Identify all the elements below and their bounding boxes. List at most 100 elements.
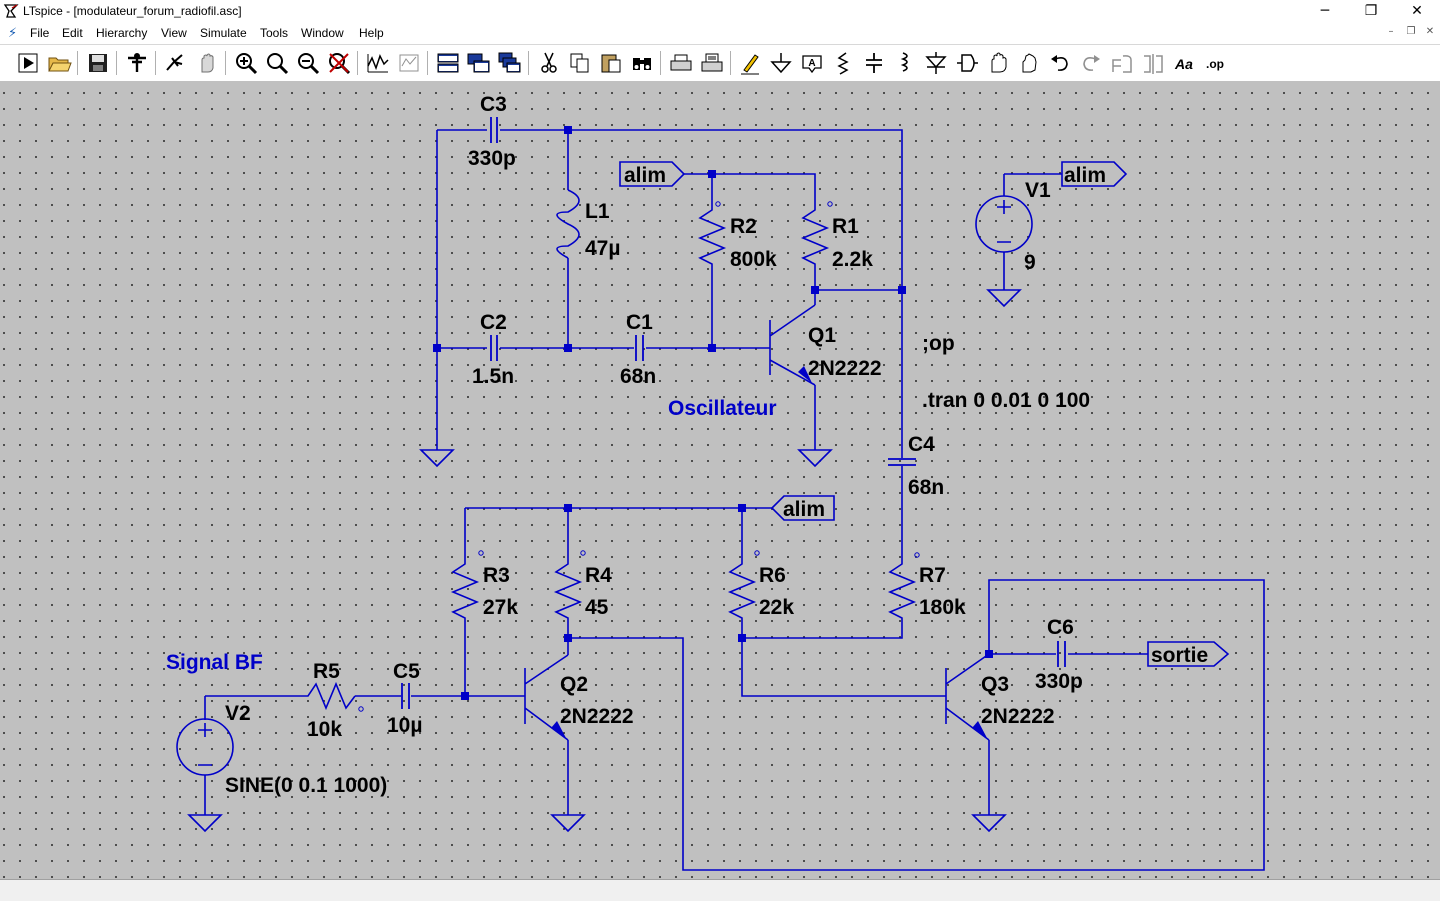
zoom-fit-icon[interactable] — [264, 50, 290, 76]
redo-icon[interactable] — [1078, 50, 1104, 76]
draw-wire-icon[interactable] — [737, 50, 763, 76]
tile-vertical-icon[interactable] — [466, 50, 492, 76]
paste-icon[interactable] — [598, 50, 624, 76]
v2-value[interactable]: SINE(0 0.1 1000) — [225, 774, 387, 797]
c3-value[interactable]: 330p — [468, 147, 516, 170]
menu-window[interactable]: Window — [301, 26, 344, 40]
tile-horizontal-icon[interactable] — [435, 50, 461, 76]
q3-value[interactable]: 2N2222 — [981, 705, 1055, 728]
print-setup-icon[interactable] — [668, 50, 694, 76]
capacitor-icon[interactable] — [861, 50, 887, 76]
find-icon[interactable] — [629, 50, 655, 76]
comment-oscillateur[interactable]: Oscillateur — [668, 397, 777, 420]
q2-ref[interactable]: Q2 — [560, 673, 588, 696]
menu-hierarchy[interactable]: Hierarchy — [96, 26, 148, 40]
run-icon[interactable] — [15, 50, 41, 76]
schematic-canvas[interactable]: alim alim alim sortie C3 330p L1 47µ R2 … — [0, 81, 1440, 879]
document-icon[interactable]: ⚡ — [8, 26, 18, 41]
control-panel-icon[interactable] — [124, 50, 150, 76]
component-icon[interactable] — [954, 50, 980, 76]
mirror-icon[interactable] — [1140, 50, 1166, 76]
r5-ref[interactable]: R5 — [313, 660, 340, 683]
r7-value[interactable]: 180k — [919, 596, 966, 619]
net-label-alim-v1[interactable]: alim — [1064, 164, 1106, 187]
comment-signal-bf[interactable]: Signal BF — [166, 651, 263, 674]
new-trace-icon[interactable] — [396, 50, 422, 76]
op-directive[interactable]: ;op — [922, 332, 955, 355]
net-label-alim-stage[interactable]: alim — [783, 498, 825, 521]
r3-value[interactable]: 27k — [483, 596, 518, 619]
c6-value[interactable]: 330p — [1035, 670, 1083, 693]
spice-directive-icon[interactable]: .op — [1202, 50, 1228, 76]
r7-ref[interactable]: R7 — [919, 564, 946, 587]
zoom-in-icon[interactable] — [233, 50, 259, 76]
save-icon[interactable] — [85, 50, 111, 76]
q1-ref[interactable]: Q1 — [808, 324, 836, 347]
r2-value[interactable]: 800k — [730, 248, 777, 271]
zoom-out-icon[interactable] — [295, 50, 321, 76]
r1-value[interactable]: 2.2k — [832, 248, 873, 271]
r5-value[interactable]: 10k — [307, 718, 342, 741]
c5-value[interactable]: 10µ — [387, 714, 422, 737]
q1-value[interactable]: 2N2222 — [808, 357, 882, 380]
mdi-minimize-button[interactable]: – — [1388, 26, 1394, 37]
c2-value[interactable]: 1.5n — [472, 365, 514, 388]
v1-ref[interactable]: V1 — [1025, 179, 1051, 202]
c3-ref[interactable]: C3 — [480, 93, 507, 116]
r4-value[interactable]: 45 — [585, 596, 609, 619]
menu-simulate[interactable]: Simulate — [200, 26, 247, 40]
rotate-icon[interactable] — [1109, 50, 1135, 76]
text-icon[interactable]: Aa — [1171, 50, 1197, 76]
waveform-icon[interactable] — [365, 50, 391, 76]
l1-ref[interactable]: L1 — [585, 200, 610, 223]
menu-view[interactable]: View — [161, 26, 187, 40]
tran-directive[interactable]: .tran 0 0.01 0 100 — [922, 389, 1090, 412]
inductor-icon[interactable] — [892, 50, 918, 76]
c1-ref[interactable]: C1 — [626, 311, 653, 334]
autorange-icon[interactable] — [326, 50, 352, 76]
c6-ref[interactable]: C6 — [1047, 616, 1074, 639]
c4-ref[interactable]: C4 — [908, 433, 935, 456]
r6-value[interactable]: 22k — [759, 596, 794, 619]
open-folder-icon[interactable] — [46, 50, 72, 76]
resistor-icon[interactable] — [830, 50, 856, 76]
r2-ref[interactable]: R2 — [730, 215, 757, 238]
menu-file[interactable]: File — [30, 26, 50, 40]
c1-value[interactable]: 68n — [620, 365, 656, 388]
schematic-drawing[interactable]: alim alim alim sortie C3 330p L1 47µ R2 … — [0, 81, 1440, 879]
ground-icon[interactable] — [768, 50, 794, 76]
mdi-close-button[interactable]: ✕ — [1425, 26, 1435, 37]
r6-ref[interactable]: R6 — [759, 564, 786, 587]
v1-value[interactable]: 9 — [1024, 251, 1036, 274]
v2-ref[interactable]: V2 — [225, 702, 251, 725]
halt-icon[interactable] — [162, 50, 188, 76]
drag-icon[interactable] — [1016, 50, 1042, 76]
menu-tools[interactable]: Tools — [260, 26, 289, 40]
print-icon[interactable] — [699, 50, 725, 76]
label-net-icon[interactable]: A — [799, 50, 825, 76]
cut-icon[interactable] — [536, 50, 562, 76]
net-label-sortie[interactable]: sortie — [1151, 644, 1208, 667]
menu-edit[interactable]: Edit — [62, 26, 83, 40]
c5-ref[interactable]: C5 — [393, 660, 420, 683]
c4-value[interactable]: 68n — [908, 476, 944, 499]
restore-button[interactable]: ❐ — [1364, 3, 1378, 19]
menu-help[interactable]: Help — [359, 26, 384, 40]
c2-ref[interactable]: C2 — [480, 311, 507, 334]
copy-icon[interactable] — [567, 50, 593, 76]
undo-icon[interactable] — [1047, 50, 1073, 76]
r1-ref[interactable]: R1 — [832, 215, 859, 238]
l1-value[interactable]: 47µ — [585, 237, 620, 260]
mdi-restore-button[interactable]: ❐ — [1406, 26, 1416, 37]
net-label-alim-osc[interactable]: alim — [624, 164, 666, 187]
q2-value[interactable]: 2N2222 — [560, 705, 634, 728]
move-icon[interactable] — [985, 50, 1011, 76]
q3-ref[interactable]: Q3 — [981, 673, 1009, 696]
diode-icon[interactable] — [923, 50, 949, 76]
close-button[interactable]: ✕ — [1411, 3, 1423, 19]
r3-ref[interactable]: R3 — [483, 564, 510, 587]
pan-icon[interactable] — [194, 50, 220, 76]
cascade-icon[interactable] — [497, 50, 523, 76]
minimize-button[interactable]: ─ — [1320, 3, 1330, 19]
r4-ref[interactable]: R4 — [585, 564, 612, 587]
